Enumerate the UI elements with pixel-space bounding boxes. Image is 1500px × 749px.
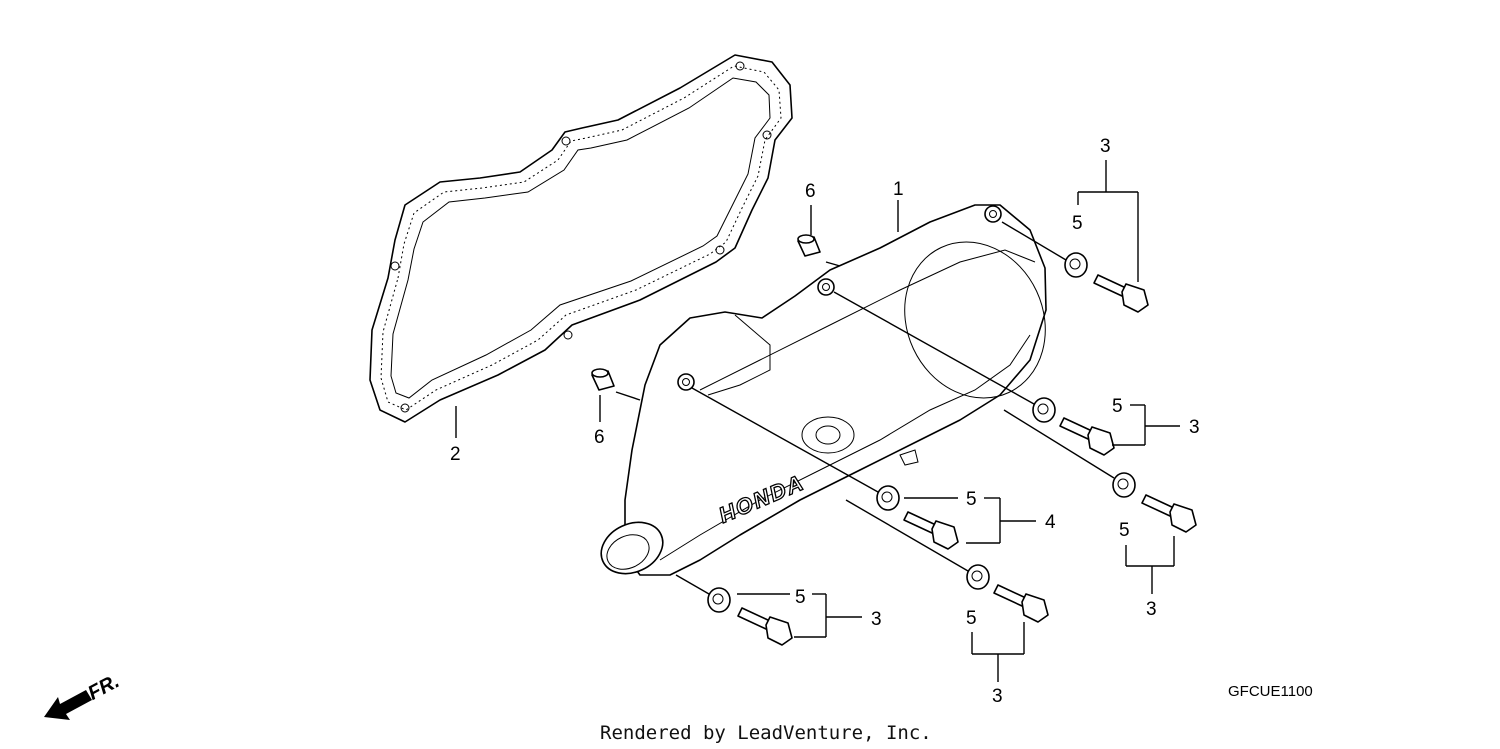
washer-lower-right[interactable]: [1112, 472, 1136, 498]
washer-center[interactable]: [876, 485, 900, 511]
leader-lines: [455, 160, 1180, 682]
label-bolt-mid-right: 3: [1189, 417, 1200, 438]
label-washer-mid-right: 5: [1112, 396, 1123, 417]
label-pin-upper: 6: [805, 181, 816, 202]
bolt-lower-right[interactable]: [1141, 494, 1197, 533]
bolt-mid-right[interactable]: [1059, 417, 1115, 456]
bolt-top[interactable]: [1093, 274, 1149, 313]
washer-top[interactable]: [1064, 252, 1088, 278]
label-bolt-bottom-center: 3: [992, 686, 1003, 707]
dowel-pin-lower[interactable]: [591, 368, 615, 391]
label-washer-bottom-left: 5: [795, 587, 806, 608]
render-credit: Rendered by LeadVenture, Inc.: [600, 722, 932, 744]
label-bolt-top: 3: [1100, 136, 1111, 157]
label-bolt-bottom-left: 3: [871, 609, 882, 630]
label-cover: 1: [893, 179, 904, 200]
front-direction-arrow: FR.: [44, 670, 123, 720]
label-bolt-center: 4: [1045, 512, 1056, 533]
label-bolt-lower-right: 3: [1146, 599, 1157, 620]
diagram-code: GFCUE1100: [1228, 683, 1313, 700]
callout-labels: 1 2 3 5 6 6 5 3 5 4 5 3 5 3 5 3: [450, 136, 1200, 707]
label-washer-lower-right: 5: [1119, 520, 1130, 541]
label-washer-bottom-center: 5: [966, 608, 977, 629]
left-crankcase-cover[interactable]: HONDA: [593, 204, 1071, 583]
washer-bottom-center[interactable]: [966, 564, 990, 590]
washer-bottom-left[interactable]: [707, 587, 731, 613]
dowel-pin-upper[interactable]: [797, 234, 821, 257]
gasket[interactable]: [369, 54, 793, 423]
bolt-bottom-left[interactable]: [737, 607, 793, 646]
label-gasket: 2: [450, 444, 461, 465]
label-washer-top: 5: [1072, 213, 1083, 234]
bolt-center[interactable]: [903, 511, 959, 550]
washer-mid-right[interactable]: [1032, 397, 1056, 423]
label-washer-center: 5: [966, 489, 977, 510]
bolt-bottom-center[interactable]: [993, 584, 1049, 623]
label-pin-lower: 6: [594, 427, 605, 448]
